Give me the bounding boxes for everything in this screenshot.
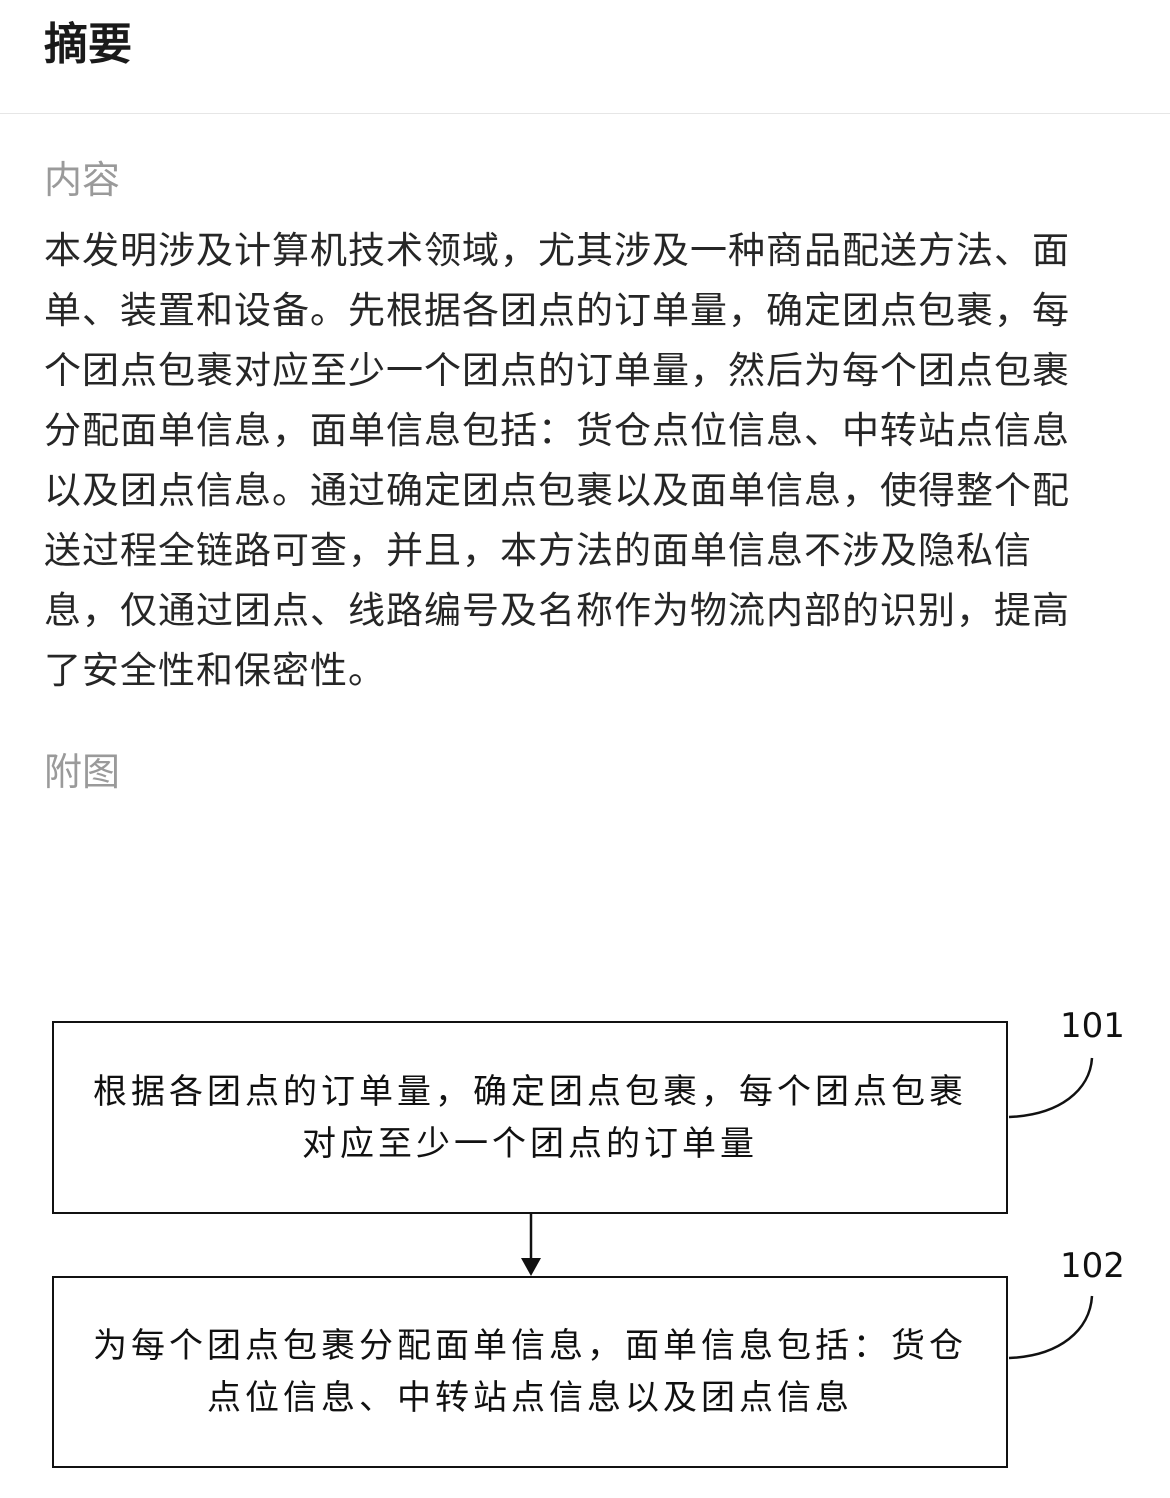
flow-step-text: 为每个团点包裹分配面单信息，面单信息包括：货仓点位信息、中转站点信息以及团点信息 [93,1326,967,1418]
figure-section-label: 附图 [44,750,121,794]
flow-step-box-101: 根据各团点的订单量，确定团点包裹，每个团点包裹对应至少一个团点的订单量 [52,1021,1008,1214]
ref-leader-102 [1008,1295,1094,1360]
flow-step-ref-101: 101 [1060,1006,1125,1046]
content-section-label: 内容 [44,158,121,202]
page-title: 摘要 [44,19,132,70]
flow-step-box-102: 为每个团点包裹分配面单信息，面单信息包括：货仓点位信息、中转站点信息以及团点信息 [52,1276,1008,1468]
flow-step-ref-102: 102 [1060,1246,1125,1286]
abstract-text: 本发明涉及计算机技术领域，尤其涉及一种商品配送方法、面单、装置和设备。先根据各团… [44,229,1070,692]
flowchart-connectors [521,1057,1094,1360]
flow-step-text: 根据各团点的订单量，确定团点包裹，每个团点包裹对应至少一个团点的订单量 [93,1071,967,1164]
ref-leader-101 [1008,1057,1094,1119]
header: 摘要 [0,0,1170,114]
arrow-head [521,1258,541,1276]
flowchart-figure: 根据各团点的订单量，确定团点包裹，每个团点包裹对应至少一个团点的订单量 101 … [0,1000,1170,1498]
